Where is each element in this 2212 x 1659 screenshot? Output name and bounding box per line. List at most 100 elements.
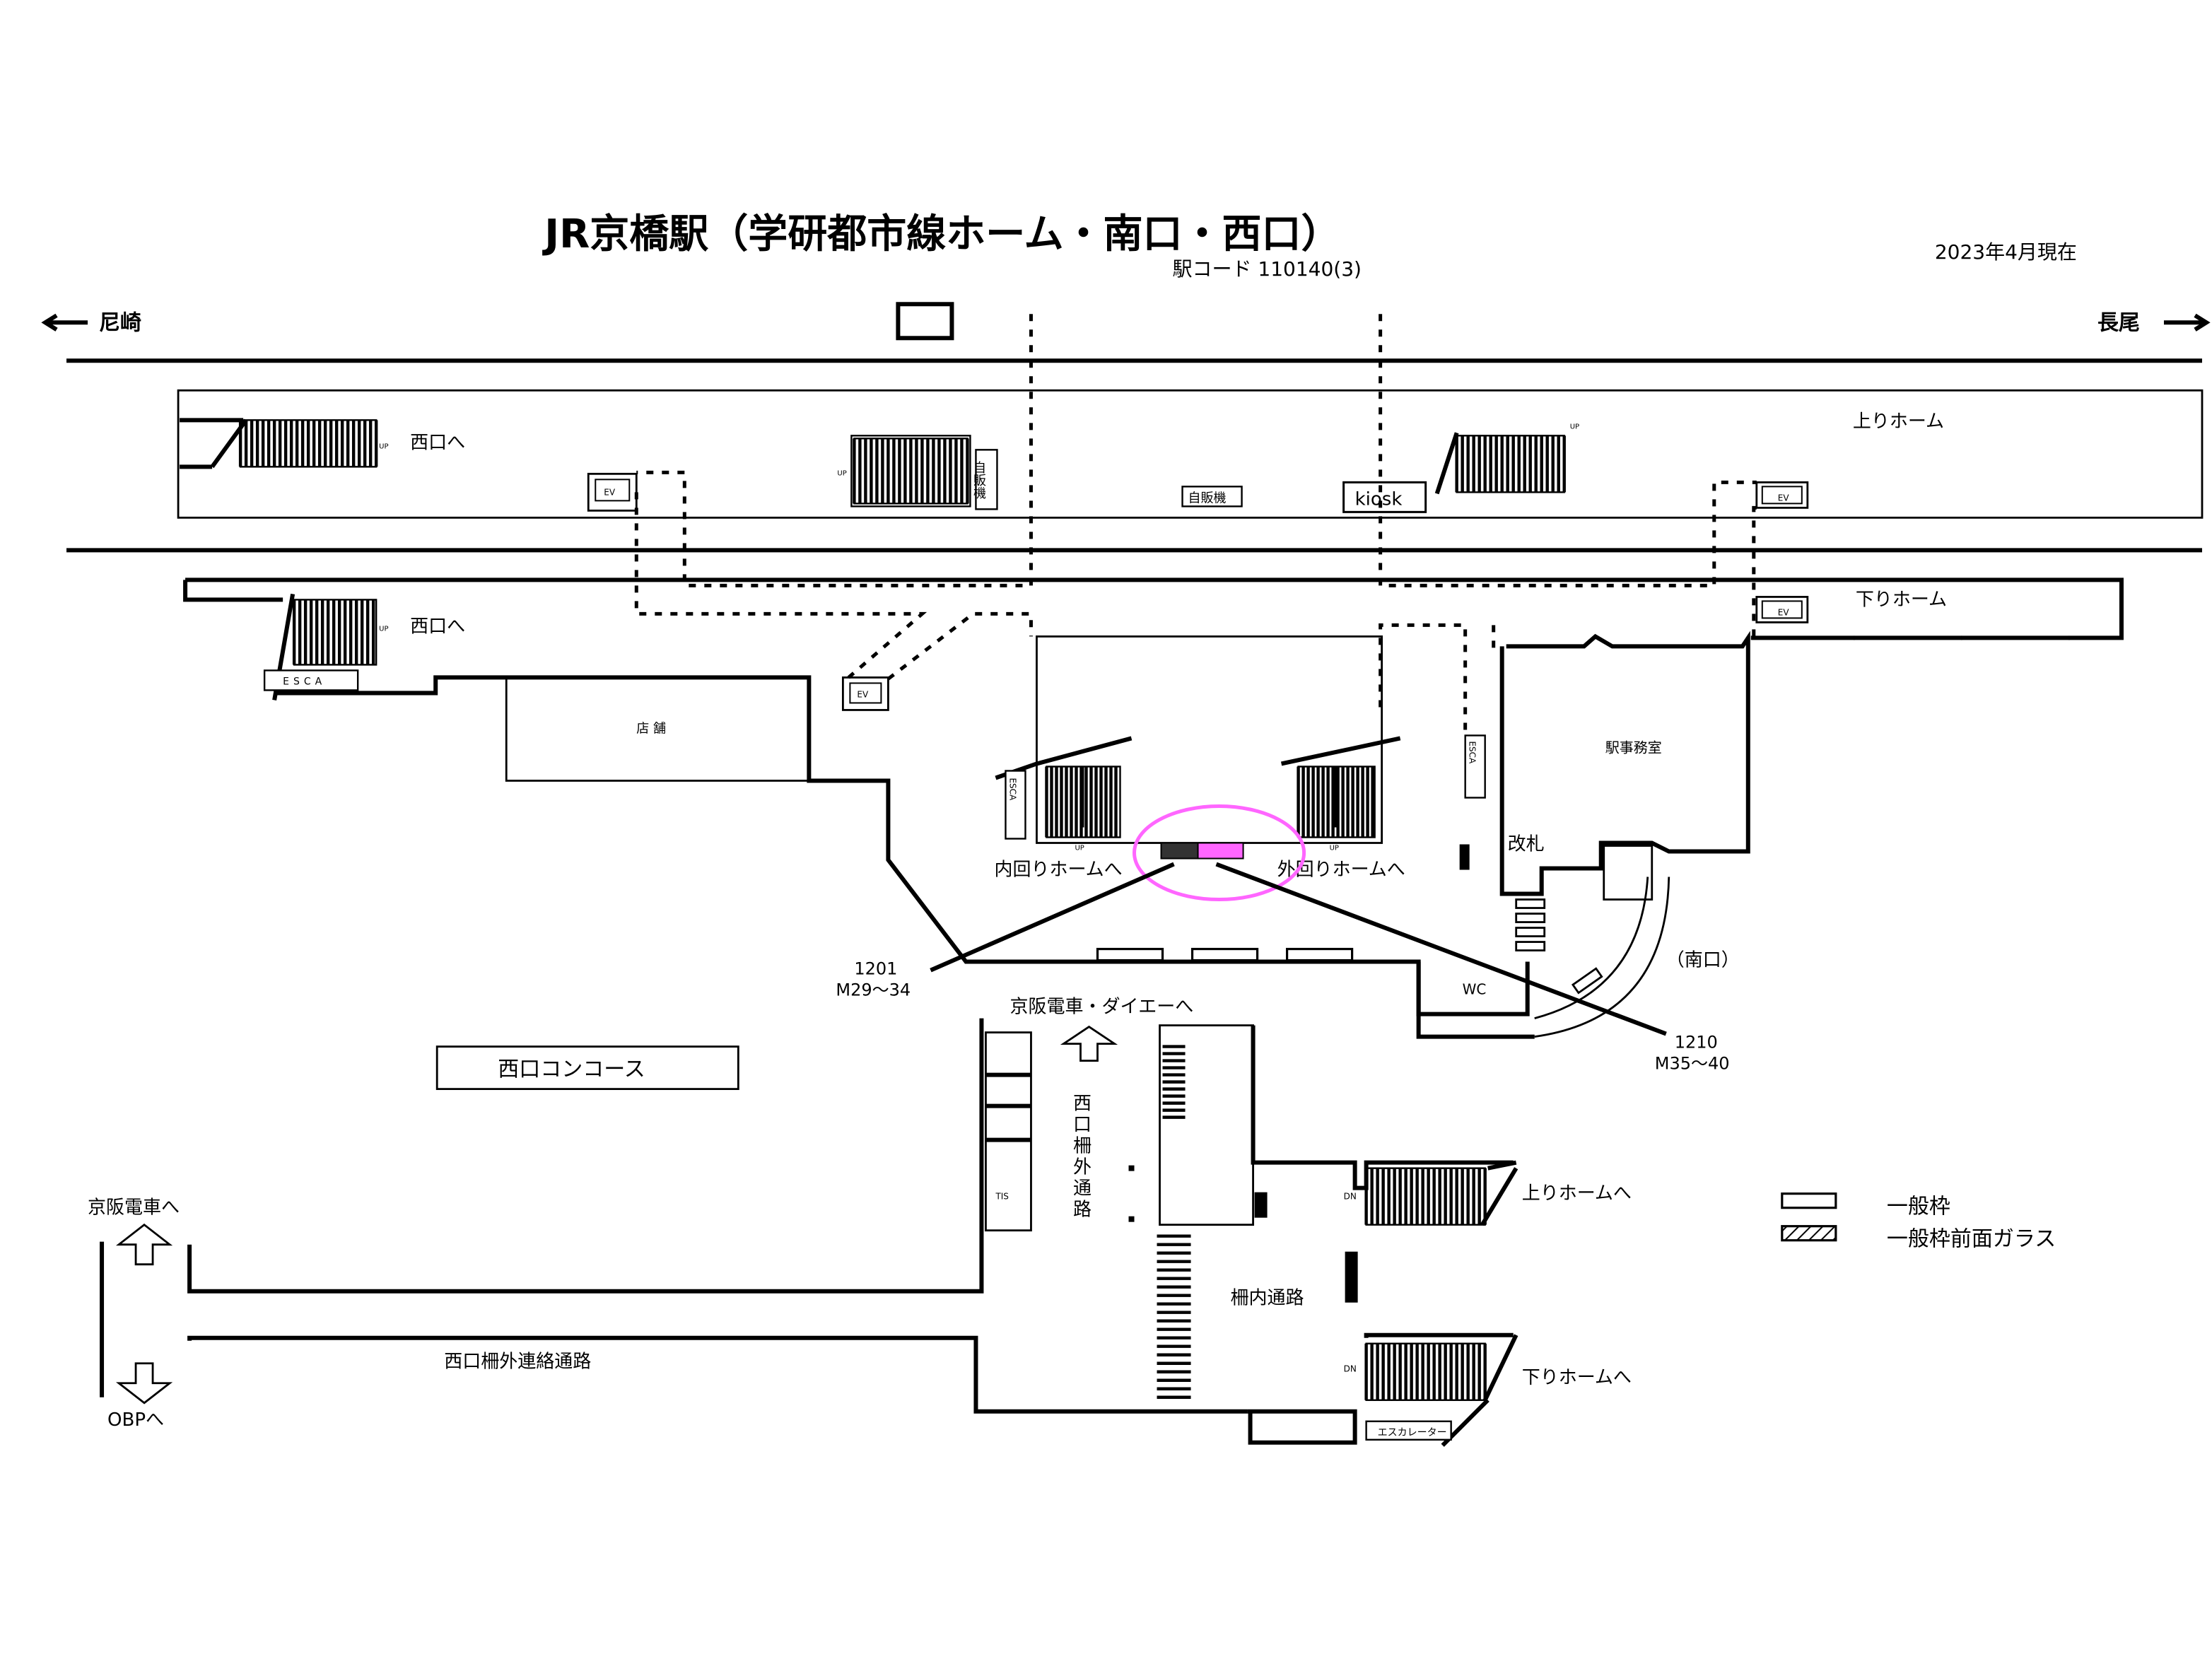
stairs-upper-middle: UP	[837, 435, 971, 508]
up-label: UP	[379, 625, 388, 633]
dot-marker	[1128, 1165, 1135, 1171]
up-label: UP	[1075, 845, 1084, 852]
lower-platform-left-edge	[183, 580, 283, 602]
vending-machine	[1181, 486, 1243, 508]
stairs-upper-west: UP 西口へ	[180, 418, 465, 469]
to-west-exit-label-1: 西口へ	[410, 432, 465, 453]
vending-machine-vertical-label: 自販機	[971, 461, 986, 500]
stair-outline	[239, 419, 378, 468]
elevator-upper-west: EV	[587, 472, 638, 512]
up-label: UP	[1570, 423, 1579, 430]
escalator-label: エスカレーター	[1378, 1427, 1447, 1438]
to-west-exit-label-2: 西口へ	[410, 616, 465, 637]
ad-1210-id: 1210	[1675, 1033, 1718, 1053]
dn-label: DN	[1344, 1364, 1357, 1374]
platform-sign-box	[896, 302, 954, 341]
upper-platform-label: 上りホーム	[1853, 411, 1944, 432]
esca-inner	[1005, 770, 1026, 840]
esca-label: ESCA	[1468, 741, 1477, 764]
ad-location-highlight	[930, 804, 1667, 1036]
platform-marker	[1851, 635, 1856, 640]
dotted-passage-lines	[634, 314, 1757, 736]
to-keihan-label: 京阪電車へ	[88, 1197, 180, 1219]
stair-outline	[293, 599, 378, 666]
direction-west: 尼崎	[41, 310, 141, 335]
hall-edge	[1280, 736, 1401, 766]
legend: 一般枠 一般枠前面ガラス	[1781, 1192, 2056, 1252]
stair-outline	[1365, 1342, 1486, 1401]
stair-outline	[853, 438, 969, 505]
direction-east-label: 長尾	[2097, 310, 2140, 335]
as-of-date: 2023年4月現在	[1935, 240, 2077, 264]
west-outer-passage: TIS	[187, 1018, 1248, 1414]
west-concourse-label: 西口コンコース	[498, 1057, 645, 1082]
ev-label: EV	[857, 689, 869, 699]
legend-plain-label: 一般枠	[1887, 1195, 1950, 1219]
ev-label: EV	[1778, 493, 1790, 503]
tis-label: TIS	[995, 1192, 1009, 1202]
ticket-gates	[1515, 898, 1546, 951]
stairs-to-upper: DN	[1344, 1160, 1518, 1226]
down-arrow-icon	[115, 1362, 173, 1405]
vending-machine-vertical	[975, 449, 998, 510]
up-arrow-icon	[115, 1223, 173, 1266]
to-upper-platform-label: 上りホームへ	[1522, 1183, 1632, 1204]
dn-label: DN	[1344, 1192, 1357, 1202]
elevator-lower-east: EV	[1755, 595, 1809, 623]
ticket-machine	[1571, 967, 1603, 995]
west-connecting-passage-label: 西口柵外連絡通路	[444, 1352, 591, 1373]
stairs-outer-loop: UP	[1297, 766, 1376, 852]
wc-label: WC	[1463, 981, 1487, 998]
inner-passage-label: 柵内通路	[1231, 1288, 1304, 1309]
lower-platform-label: 下りホーム	[1856, 589, 1947, 610]
stair-outline	[1365, 1167, 1486, 1226]
direction-west-label: 尼崎	[99, 310, 141, 335]
direction-east: 長尾	[2097, 310, 2211, 335]
station-office-label: 駅事務室	[1605, 739, 1662, 756]
legend-hatched-label: 一般枠前面ガラス	[1887, 1227, 2056, 1252]
esca-label: ESCA	[1007, 778, 1017, 801]
restroom: WC	[1416, 961, 1530, 1016]
ad-1201-id: 1201	[854, 959, 897, 979]
escalator-box	[1365, 1420, 1452, 1441]
to-obp-label: OBPへ	[107, 1409, 164, 1431]
ticket-gate-label: 改札	[1508, 834, 1545, 855]
up-label: UP	[379, 442, 388, 450]
legend-hatched-swatch	[1781, 1225, 1837, 1242]
station-office: 駅事務室	[1499, 631, 1750, 896]
to-lower-platform-label: 下りホームへ	[1522, 1367, 1632, 1388]
dot-marker	[1128, 1216, 1135, 1222]
station-code: 駅コード 110140(3)	[1173, 257, 1362, 281]
stair-outline	[1456, 435, 1565, 493]
ad-block	[1345, 1251, 1358, 1303]
elevator-upper-east: EV	[1755, 481, 1809, 509]
ev-label: EV	[1778, 607, 1790, 617]
to-inner-loop-label: 内回りホームへ	[994, 860, 1122, 881]
platform-marker	[2066, 635, 2071, 640]
loop-platform-stair-hall	[1036, 635, 1383, 844]
gate-booth	[1603, 845, 1654, 901]
ad-panel-dark	[1160, 842, 1199, 860]
ad-1201-range: M29～34	[836, 980, 911, 1000]
legend-plain-swatch	[1781, 1192, 1837, 1209]
stairs-lower-west: UP 西口へ ESCA	[263, 593, 465, 700]
ev-label: EV	[604, 487, 616, 497]
shop-label: 店 舗	[636, 721, 666, 736]
ad-panel-pink	[1197, 842, 1244, 860]
hall-edge	[1036, 736, 1133, 766]
elevator-concourse: EV	[841, 676, 889, 711]
gate-marker	[1459, 844, 1470, 870]
ad-block	[1254, 1192, 1268, 1218]
lower-platform	[185, 578, 2124, 640]
upper-platform	[177, 389, 2204, 519]
platform-marker	[1959, 635, 1964, 640]
south-exit-curve-outer	[1534, 877, 1670, 1038]
up-arrow-icon	[1060, 1025, 1118, 1062]
up-label: UP	[1330, 845, 1339, 852]
concourse-benches	[1096, 947, 1354, 962]
kiosk-label: kiosk	[1355, 488, 1403, 510]
vending-machine-label: 自販機	[1188, 491, 1227, 505]
inner-passage: 柵内通路	[1128, 1024, 1514, 1445]
stairs-upper-east: UP	[1434, 423, 1579, 495]
